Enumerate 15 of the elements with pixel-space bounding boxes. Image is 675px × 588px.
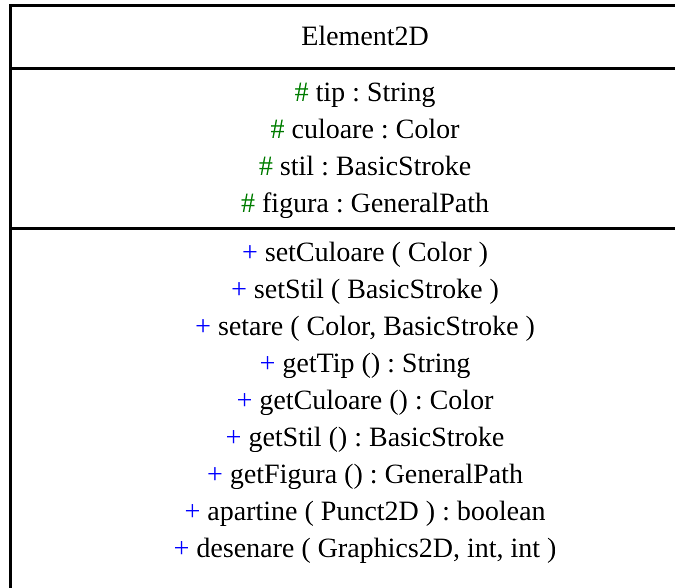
- method-text: + getStil () : BasicStroke: [226, 421, 504, 455]
- method-text: + apartine ( Punct2D ) : boolean: [184, 495, 546, 529]
- method-text: + getFigura () : GeneralPath: [207, 458, 523, 492]
- attribute-text: # culoare : Color: [270, 113, 460, 147]
- attribute-text: # tip : String: [294, 76, 436, 110]
- method-text: + setCuloare ( Color ): [242, 236, 488, 270]
- method-text: + desenare ( Graphics2D, int, int ): [174, 532, 556, 566]
- class-name: Element2D: [301, 21, 429, 53]
- attribute-text: # stil : BasicStroke: [258, 150, 472, 184]
- method-text: + setare ( Color, BasicStroke ): [195, 310, 535, 344]
- attribute-text: # figura : GeneralPath: [240, 187, 490, 221]
- class-box: [9, 4, 675, 588]
- method-text: + getCuloare () : Color: [236, 384, 494, 418]
- method-text: + getTip () : String: [260, 347, 470, 381]
- method-text: + setStil ( BasicStroke ): [231, 273, 499, 307]
